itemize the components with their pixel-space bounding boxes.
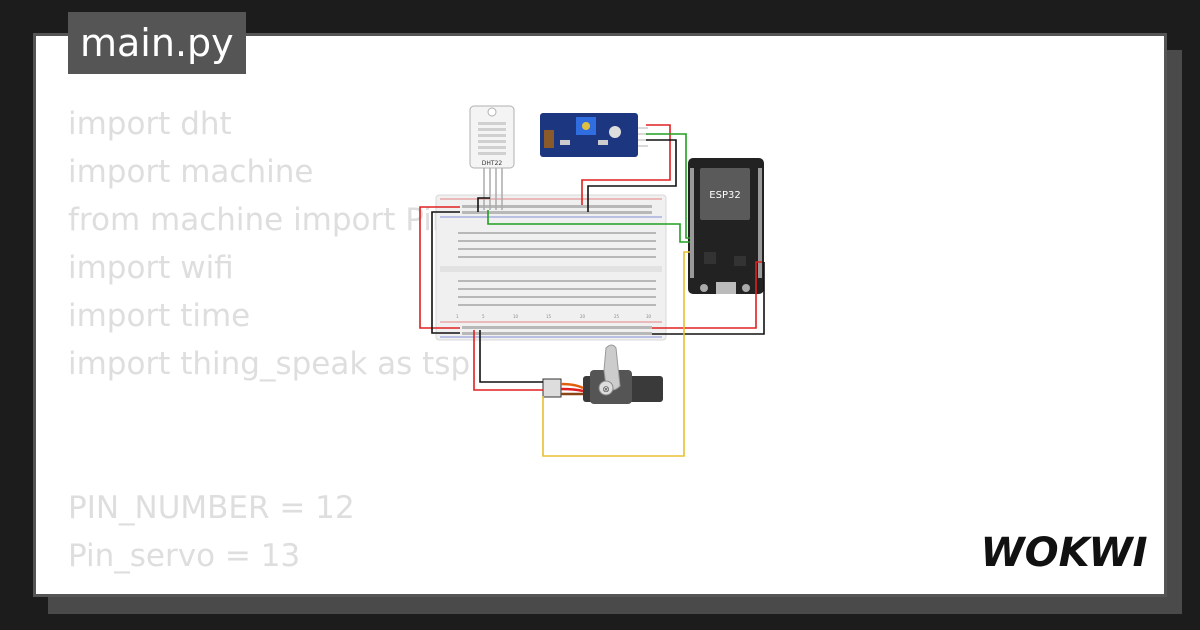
wokwi-logo: WOKWI [980,530,1147,576]
breadboard-number: 20 [580,314,586,319]
filename-tab: main.py [68,12,246,74]
code-line: PIN_NUMBER = 12 [68,490,355,526]
breadboard-number: 30 [646,314,652,319]
code-line: from machine import Pin [68,202,452,238]
code-line: import time [68,298,251,334]
code-line: import machine [68,154,314,190]
breadboard-number: 1 [456,314,459,319]
ldr-module [540,113,648,157]
code-line: import wifi [68,250,234,286]
circuit-diagram: 1 5 10 15 20 25 30 DHT22 [419,105,765,457]
breadboard-number: 10 [513,314,519,319]
breadboard-number: 5 [482,314,485,319]
wokwi-logo-text: WOKWI [980,530,1147,576]
esp32-board: ESP32 [688,158,764,294]
breadboard: 1 5 10 15 20 25 30 [435,194,667,341]
servo-motor: ⊗ [542,344,663,404]
breadboard-number: 25 [614,314,620,319]
esp32-label: ESP32 [709,190,740,201]
code-line: import dht [68,106,232,142]
svg-text:⊗: ⊗ [602,385,610,395]
wires [419,124,765,457]
dht22-label: DHT22 [482,160,503,167]
code-line: import thing_speak as tsp [68,346,471,382]
breadboard-number: 15 [546,314,552,319]
code-line: Pin_servo = 13 [68,538,301,574]
code-preview: import dht import machine from machine i… [68,100,470,580]
dht22-sensor: DHT22 [469,105,515,210]
